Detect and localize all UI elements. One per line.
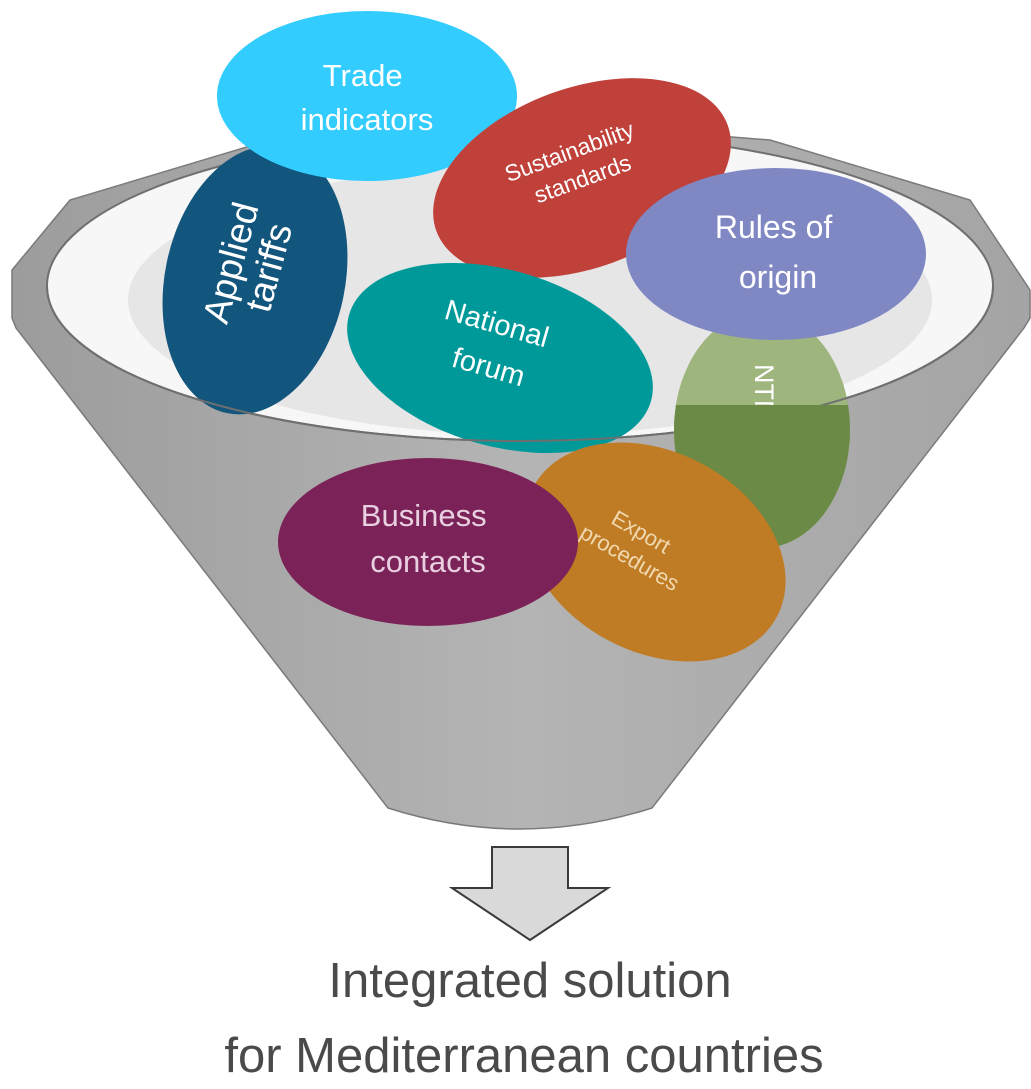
svg-text:Business contacts: Business contacts bbox=[361, 498, 495, 579]
svg-text:Rules of origin: Rules of origin bbox=[715, 209, 841, 295]
caption-line-2: for Mediterranean countries bbox=[224, 1029, 823, 1083]
svg-text:Trade indicators: Trade indicators bbox=[301, 58, 434, 137]
bubble-trade-indicators: Trade indicators bbox=[217, 11, 517, 181]
bubble-business-contacts: Business contacts bbox=[278, 458, 578, 626]
caption-line-1: Integrated solution bbox=[328, 954, 731, 1008]
bubble-trade-indicators-line2: indicators bbox=[301, 102, 434, 137]
bubble-export-procedures: Export procedures bbox=[524, 442, 786, 662]
bubble-business-contacts-line2: contacts bbox=[370, 544, 485, 579]
bubble-national-forum: National forum bbox=[347, 262, 653, 454]
bubble-rules-of-origin: Rules of origin bbox=[626, 168, 926, 340]
bubble-business-contacts-line1: Business bbox=[361, 498, 487, 533]
bubble-applied-tariffs: Applied tariffs bbox=[162, 145, 348, 415]
bubble-trade-indicators-line1: Trade bbox=[323, 58, 403, 93]
funnel-rim-front bbox=[46, 285, 994, 442]
down-arrow-icon bbox=[448, 846, 612, 942]
bubble-rules-of-origin-line2: origin bbox=[739, 259, 817, 295]
bubble-rules-of-origin-line1: Rules of bbox=[715, 209, 833, 245]
